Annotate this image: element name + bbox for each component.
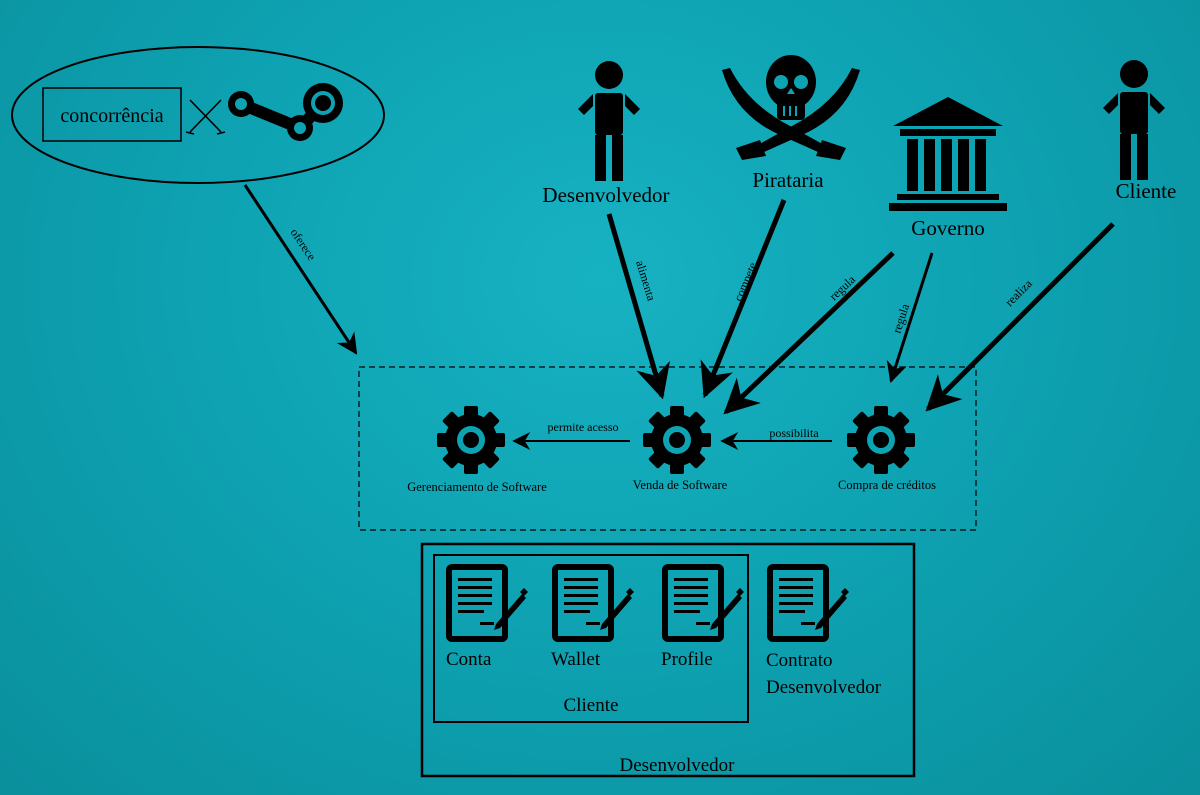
actor-governo-label: Governo (911, 216, 984, 240)
actor-cliente: Cliente (1103, 60, 1176, 203)
edge-permite-acesso-label: permite acesso (548, 420, 619, 434)
actor-desenvolvedor-label: Desenvolvedor (542, 183, 669, 207)
desenvolvedor-group-label: Desenvolvedor (619, 755, 735, 776)
process-compra-label: Compra de créditos (838, 478, 936, 492)
document-profile-label: Profile (661, 649, 713, 670)
edge-alimenta: alimenta (606, 213, 670, 400)
cliente-group-label: Cliente (564, 695, 619, 716)
gear-icon (847, 406, 915, 474)
person-icon (1103, 60, 1165, 180)
edge-compete-label: compete (731, 260, 760, 303)
process-compra: Compra de créditos (838, 406, 936, 492)
edge-alimenta-label: alimenta (633, 259, 659, 303)
actor-pirataria: Pirataria (722, 55, 860, 192)
process-gerenciamento: Gerenciamento de Software (407, 406, 547, 494)
document-wallet-label: Wallet (551, 649, 601, 670)
process-venda: Venda de Software (633, 406, 728, 492)
document-signed-icon (665, 567, 744, 639)
actor-governo: Governo (889, 97, 1007, 240)
document-contrato-label-line1: Contrato (766, 650, 833, 671)
person-icon (578, 61, 640, 181)
document-conta-label: Conta (446, 649, 492, 670)
process-gerenciamento-label: Gerenciamento de Software (407, 480, 547, 494)
document-contrato-label-line2: Desenvolvedor (766, 677, 882, 698)
steam-logo-icon (228, 83, 343, 141)
crossed-swords-icon (185, 99, 226, 135)
document-signed-icon (770, 567, 849, 639)
concorrencia-box (42, 87, 182, 142)
process-venda-label: Venda de Software (633, 478, 728, 492)
document-contrato: Contrato Desenvolvedor (766, 567, 882, 698)
competition-group: concorrência (11, 46, 385, 184)
document-conta: Conta (446, 567, 528, 670)
cliente-group-box (433, 554, 749, 723)
actor-cliente-label: Cliente (1116, 179, 1177, 203)
edge-regula-compra: regula (886, 252, 934, 383)
edge-possibilita-label: possibilita (769, 426, 819, 440)
document-signed-icon (555, 567, 634, 639)
edge-oferece: oferece (243, 184, 358, 355)
actor-desenvolvedor: Desenvolvedor (542, 61, 670, 207)
document-wallet: Wallet (551, 567, 634, 670)
skull-crossbones-icon (722, 55, 860, 160)
edge-realiza: realiza (925, 222, 1115, 412)
document-signed-icon (449, 567, 528, 639)
competition-ellipse (11, 46, 385, 184)
actor-pirataria-label: Pirataria (752, 168, 824, 192)
document-profile: Profile (661, 567, 744, 670)
edge-permite-acesso: permite acesso (512, 420, 630, 450)
government-building-icon (889, 97, 1007, 211)
desenvolvedor-group-box (420, 542, 916, 778)
gear-icon (643, 406, 711, 474)
concorrencia-label: concorrência (60, 105, 163, 127)
gear-icon (437, 406, 505, 474)
edge-possibilita: possibilita (720, 426, 832, 450)
